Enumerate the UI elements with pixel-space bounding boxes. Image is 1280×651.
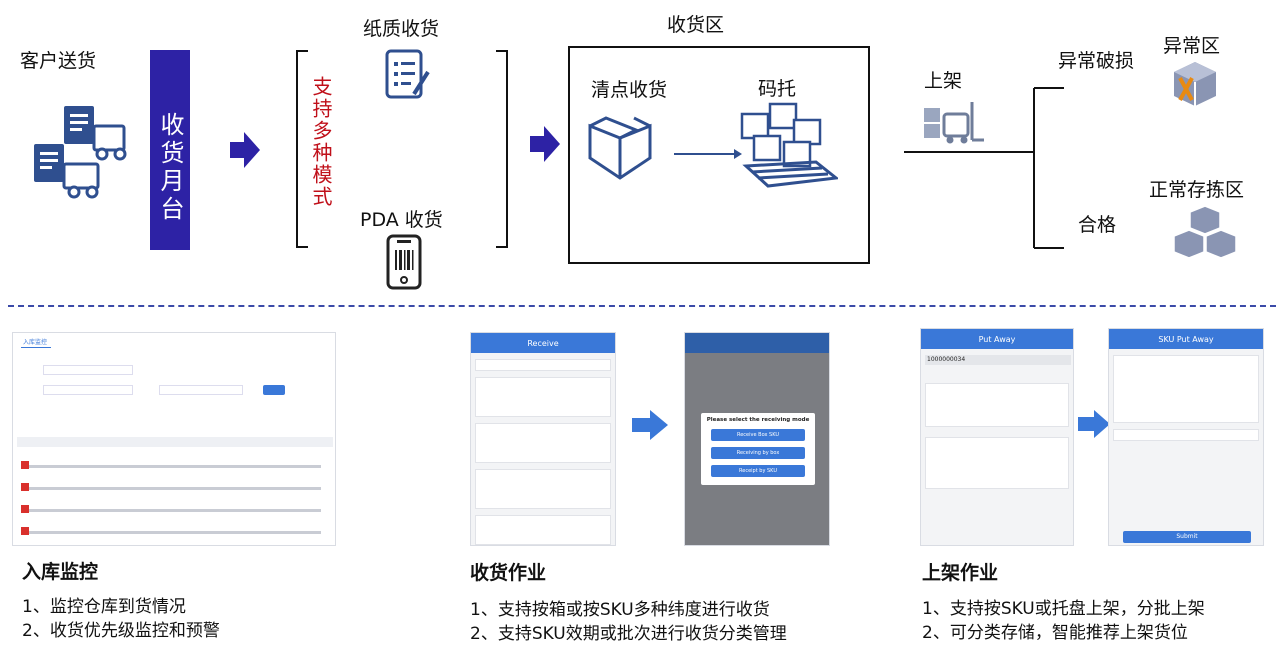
receive-mode-screenshot: Please select the receiving mode Receive…	[684, 332, 830, 546]
section-item: 2、可分类存储，智能推荐上架货位	[922, 623, 1188, 643]
qualified-label: 合格	[1078, 214, 1117, 236]
abnormal-damage-label: 异常破损	[1058, 50, 1135, 72]
pallet-boxes-icon	[740, 102, 838, 188]
put-away-title: Put Away	[921, 329, 1073, 349]
receiving-area-box	[568, 46, 870, 264]
abnormal-area-label: 异常区	[1163, 35, 1221, 57]
section-item: 1、监控仓库到货情况	[22, 597, 186, 617]
arrow-right-icon	[632, 410, 668, 440]
monitor-tab: 入库监控	[23, 339, 48, 346]
flow-arrow-icon	[674, 149, 742, 159]
pda-receipt-label: PDA 收货	[360, 209, 443, 231]
open-box-icon	[588, 116, 652, 180]
receipt-by-sku-button[interactable]: Receipt by SKU	[711, 465, 805, 477]
palletize-label: 码托	[758, 78, 797, 100]
right-bracket	[496, 50, 508, 248]
sku-input[interactable]: 1000000034	[925, 355, 1071, 365]
receiving-dock-bar: 收货月台	[150, 50, 190, 250]
stacked-boxes-icon	[1173, 205, 1237, 259]
paper-receipt-label: 纸质收货	[363, 18, 440, 40]
receive-box-sku-button[interactable]: Receive Box SKU	[711, 429, 805, 441]
left-bracket	[296, 50, 308, 248]
arrow-right-icon	[1078, 410, 1110, 438]
count-receipt-label: 清点收货	[591, 79, 668, 101]
section-title-putaway: 上架作业	[922, 562, 999, 584]
inbound-monitor-screenshot: 入库监控	[12, 332, 336, 546]
branch-lines	[904, 87, 1064, 249]
receive-mode-modal: Please select the receiving mode Receive…	[701, 413, 815, 485]
section-title-receiving: 收货作业	[470, 562, 547, 584]
section-item: 2、支持SKU效期或批次进行收货分类管理	[470, 624, 787, 644]
receive-screenshot: Receive	[470, 332, 616, 546]
damaged-box-icon	[1174, 62, 1216, 106]
forklift-icon	[924, 102, 984, 144]
arrow-right-icon	[530, 126, 560, 162]
put-away-label: 上架	[924, 70, 963, 92]
section-item: 1、支持按SKU或托盘上架，分批上架	[922, 599, 1205, 619]
delivery-trucks-icon	[34, 106, 127, 199]
pda-phone-scanner-icon	[386, 234, 422, 290]
submit-button[interactable]: Submit	[1123, 531, 1251, 543]
receive-title: Receive	[471, 333, 615, 353]
modal-title: Please select the receiving mode	[706, 417, 810, 423]
receiving-area-label: 收货区	[667, 14, 725, 36]
section-item: 2、收货优先级监控和预警	[22, 621, 220, 641]
paper-document-icon	[385, 49, 430, 99]
sku-put-away-screenshot: SKU Put Away Submit	[1108, 328, 1264, 546]
arrow-right-icon	[230, 132, 260, 168]
multi-mode-label: 支持多种模式	[309, 76, 333, 208]
customer-delivery-label: 客户送货	[20, 50, 97, 72]
put-away-screenshot: Put Away 1000000034	[920, 328, 1074, 546]
section-divider	[8, 305, 1276, 307]
section-item: 1、支持按箱或按SKU多种纬度进行收货	[470, 600, 770, 620]
normal-storage-area-label: 正常存拣区	[1149, 179, 1245, 201]
receiving-by-box-button[interactable]: Receiving by box	[711, 447, 805, 459]
sku-put-away-title: SKU Put Away	[1109, 329, 1263, 349]
section-title-monitor: 入库监控	[22, 561, 99, 583]
